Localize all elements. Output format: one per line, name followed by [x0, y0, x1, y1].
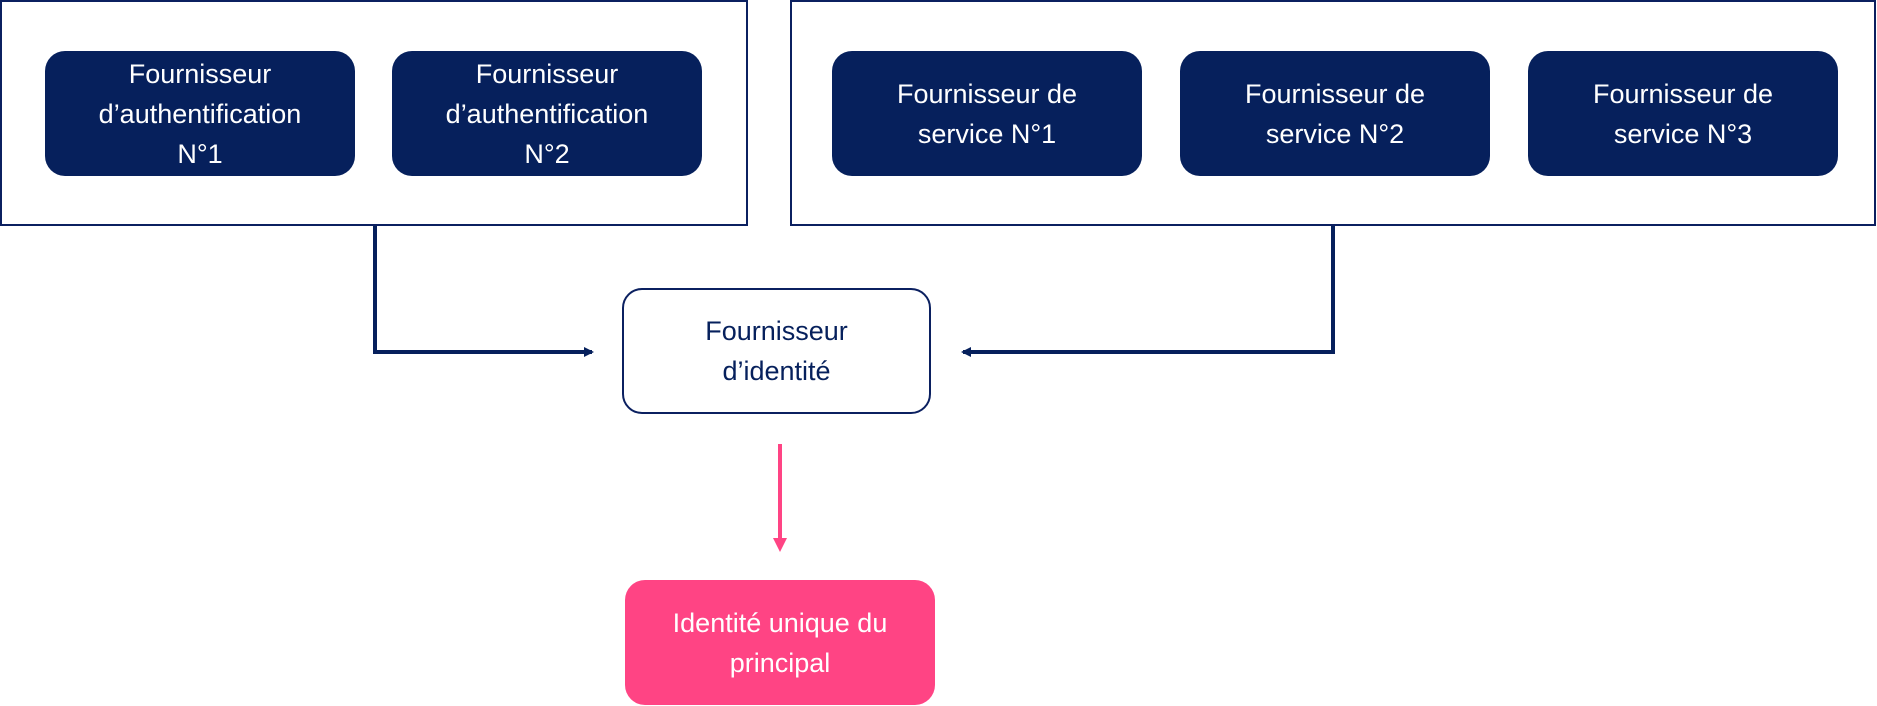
- unique-identity-node: Identité unique du principal: [625, 580, 935, 705]
- identity-provider-node: Fournisseur d’identité: [622, 288, 931, 414]
- service-to-idp-arrow: [961, 226, 1335, 357]
- auth-provider-2: Fournisseur d’authentification N°2: [392, 51, 702, 176]
- auth-to-idp-arrow: [373, 226, 594, 357]
- service-provider-2: Fournisseur de service N°2: [1180, 51, 1490, 176]
- service-provider-3: Fournisseur de service N°3: [1528, 51, 1838, 176]
- service-provider-1: Fournisseur de service N°1: [832, 51, 1142, 176]
- auth-provider-1: Fournisseur d’authentification N°1: [45, 51, 355, 176]
